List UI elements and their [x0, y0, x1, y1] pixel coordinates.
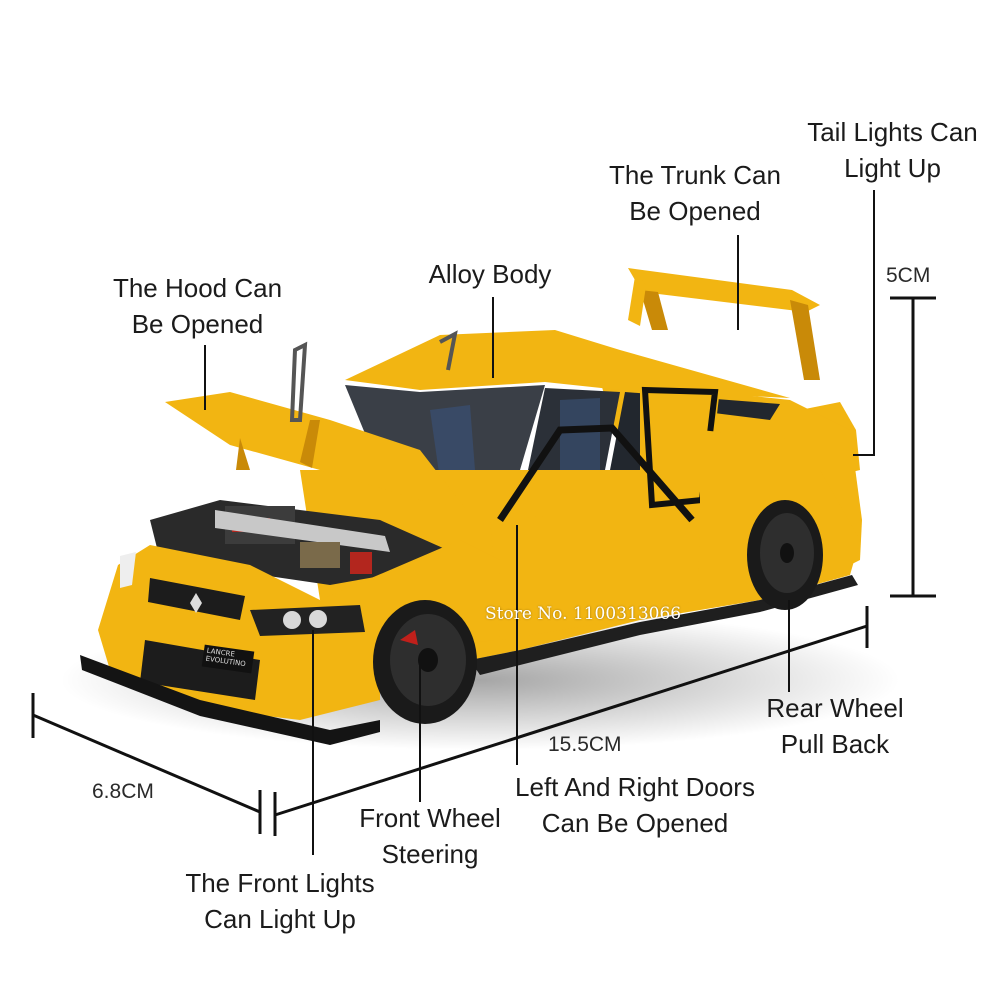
- label-rear-wheel-line1: Rear Wheel: [766, 693, 904, 723]
- dimension-lines: [31, 296, 936, 836]
- leader-tail: [853, 190, 875, 456]
- headlight: [250, 605, 365, 636]
- label-front-lights-line2: Can Light Up: [204, 904, 356, 934]
- label-alloy-line1: Alloy Body: [428, 259, 552, 289]
- dim-height-text: 5CM: [886, 264, 931, 287]
- label-hood-line2: Be Opened: [131, 309, 264, 339]
- dim-width-line: [32, 713, 261, 814]
- label-trunk: The Trunk Can Be Opened: [585, 157, 805, 229]
- label-front-wheel-line1: Front Wheel: [359, 803, 501, 833]
- mitsubishi-logo: [190, 593, 202, 613]
- label-tail-line1: Tail Lights Can: [807, 117, 978, 147]
- rear-spoiler: [628, 268, 820, 380]
- dim-length-text: 15.5CM: [548, 733, 622, 756]
- left-headlight: [120, 552, 136, 588]
- roof: [345, 330, 790, 398]
- headlight-lens: [283, 611, 301, 629]
- label-doors-line1: Left And Right Doors: [515, 772, 755, 802]
- dim-width-text: 6.8CM: [92, 780, 154, 803]
- seat: [430, 405, 475, 480]
- label-rear-wheel-line2: Pull Back: [780, 729, 890, 759]
- label-front-wheel: Front Wheel Steering: [335, 800, 525, 872]
- label-tail-lights: Tail Lights Can Light Up: [790, 114, 995, 186]
- front-door: [490, 424, 700, 640]
- front-splitter: [80, 655, 380, 745]
- label-hood: The Hood Can Be Opened: [90, 270, 305, 342]
- label-trunk-line1: The Trunk Can: [609, 160, 781, 190]
- callout-lines: [204, 190, 875, 855]
- dim-length-line: [274, 624, 868, 817]
- label-front-wheel-line2: Steering: [381, 839, 479, 869]
- rear-wheel: [747, 500, 823, 610]
- label-front-lights: The Front Lights Can Light Up: [160, 865, 400, 937]
- label-doors: Left And Right Doors Can Be Opened: [485, 769, 785, 841]
- front-badge-plate: [201, 644, 255, 674]
- label-hood-line1: The Hood Can: [112, 273, 283, 303]
- label-rear-wheel: Rear Wheel Pull Back: [740, 690, 930, 762]
- side-sill: [470, 575, 858, 675]
- label-tail-line2: Light Up: [844, 153, 941, 183]
- label-doors-line2: Can Be Opened: [541, 808, 729, 838]
- headlight-lens: [309, 610, 327, 628]
- label-alloy-body: Alloy Body: [400, 256, 580, 292]
- label-front-lights-line1: The Front Lights: [185, 868, 375, 898]
- label-trunk-line2: Be Opened: [629, 196, 761, 226]
- front-wheel: [373, 600, 477, 724]
- store-watermark: Store No. 1100313066: [485, 604, 682, 624]
- hood: [165, 330, 465, 508]
- seat: [560, 398, 600, 475]
